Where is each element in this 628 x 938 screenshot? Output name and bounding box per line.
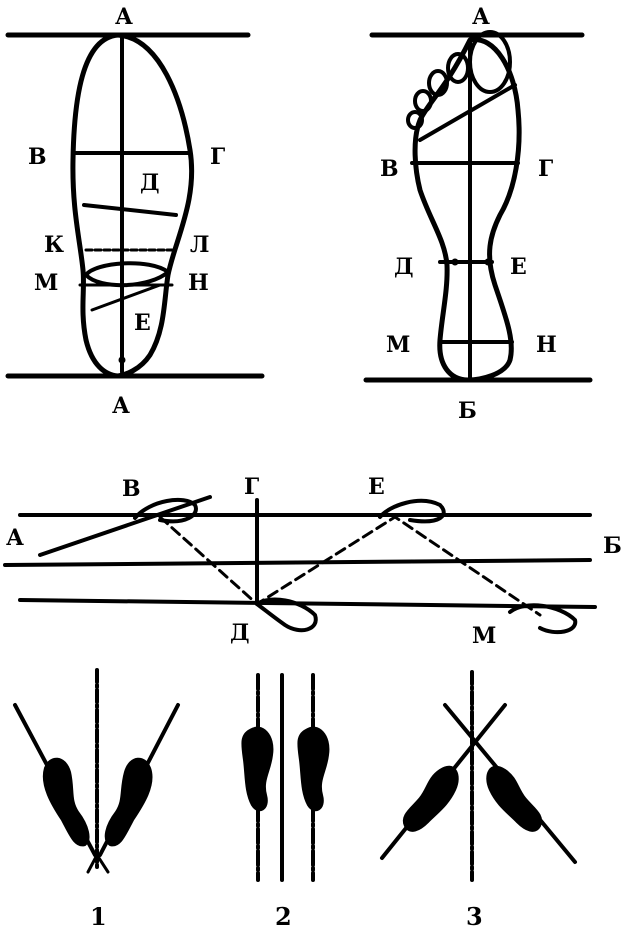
left-footprint (402, 765, 459, 832)
number-3: 3 (466, 902, 483, 931)
loop-v (133, 497, 198, 524)
toe-5 (406, 110, 424, 130)
diagonal-line (418, 83, 517, 142)
right-footprint (297, 726, 330, 812)
track-line-bottom (18, 598, 597, 609)
left-footprint (42, 757, 90, 847)
label-n: Н (536, 332, 557, 358)
loop-m (508, 603, 578, 635)
left-footprint (241, 726, 274, 812)
track-labels: А Б В Г Е Д М (6, 474, 622, 649)
label-m: М (386, 332, 410, 358)
label-a-top: А (115, 4, 133, 30)
label-a-top: А (472, 4, 490, 30)
point-d (451, 258, 459, 266)
step-line-a-v (38, 495, 212, 557)
track-line-middle (3, 558, 592, 567)
right-footprint (104, 757, 153, 847)
axis-marker (118, 356, 126, 364)
loop-e (378, 499, 446, 524)
label-d: Д (140, 170, 160, 196)
label-m: М (34, 270, 58, 296)
pattern-1 (13, 668, 180, 874)
loop-d (255, 597, 318, 633)
number-2: 2 (275, 902, 292, 931)
line-e (90, 283, 162, 312)
label-d: Д (394, 254, 414, 280)
pattern-numbers: 1 2 3 (90, 902, 483, 931)
footprint-labels: А Б В Г Д Е М Н (380, 4, 557, 424)
point-e (484, 258, 492, 266)
label-v: В (380, 156, 399, 182)
tail-left (86, 853, 99, 874)
label-b: Б (603, 533, 622, 559)
dashed-step-line (158, 515, 542, 617)
label-e: Е (134, 310, 151, 336)
shoe-sole-figure (5, 32, 265, 379)
label-e: Е (368, 474, 385, 500)
label-a-bottom: А (112, 393, 130, 419)
label-b-bottom: Б (458, 398, 477, 424)
number-1: 1 (90, 902, 107, 931)
heel-arc (84, 261, 170, 288)
label-g: Г (210, 144, 225, 170)
toe-4 (413, 89, 433, 113)
label-k: К (44, 232, 64, 258)
label-v: В (122, 476, 141, 502)
label-v: В (28, 144, 47, 170)
line-d (82, 203, 178, 217)
toes (406, 30, 512, 130)
label-m: М (472, 623, 496, 649)
label-l: Л (190, 232, 209, 258)
label-g: Г (244, 474, 259, 500)
right-footprint (486, 765, 543, 832)
footprint-figure (363, 30, 593, 383)
track-figure (3, 495, 597, 635)
label-e: Е (510, 254, 527, 280)
pattern-2 (241, 673, 330, 882)
label-a: А (6, 525, 24, 551)
tail-right (95, 853, 110, 874)
toe-3 (427, 69, 449, 97)
label-d: Д (230, 620, 250, 646)
pattern-3 (380, 670, 577, 882)
sole-outline (70, 32, 195, 379)
label-g: Г (538, 156, 553, 182)
shoe-sole-labels: А А В Г Д К Л М Н Е (28, 4, 225, 419)
label-n: Н (188, 270, 209, 296)
